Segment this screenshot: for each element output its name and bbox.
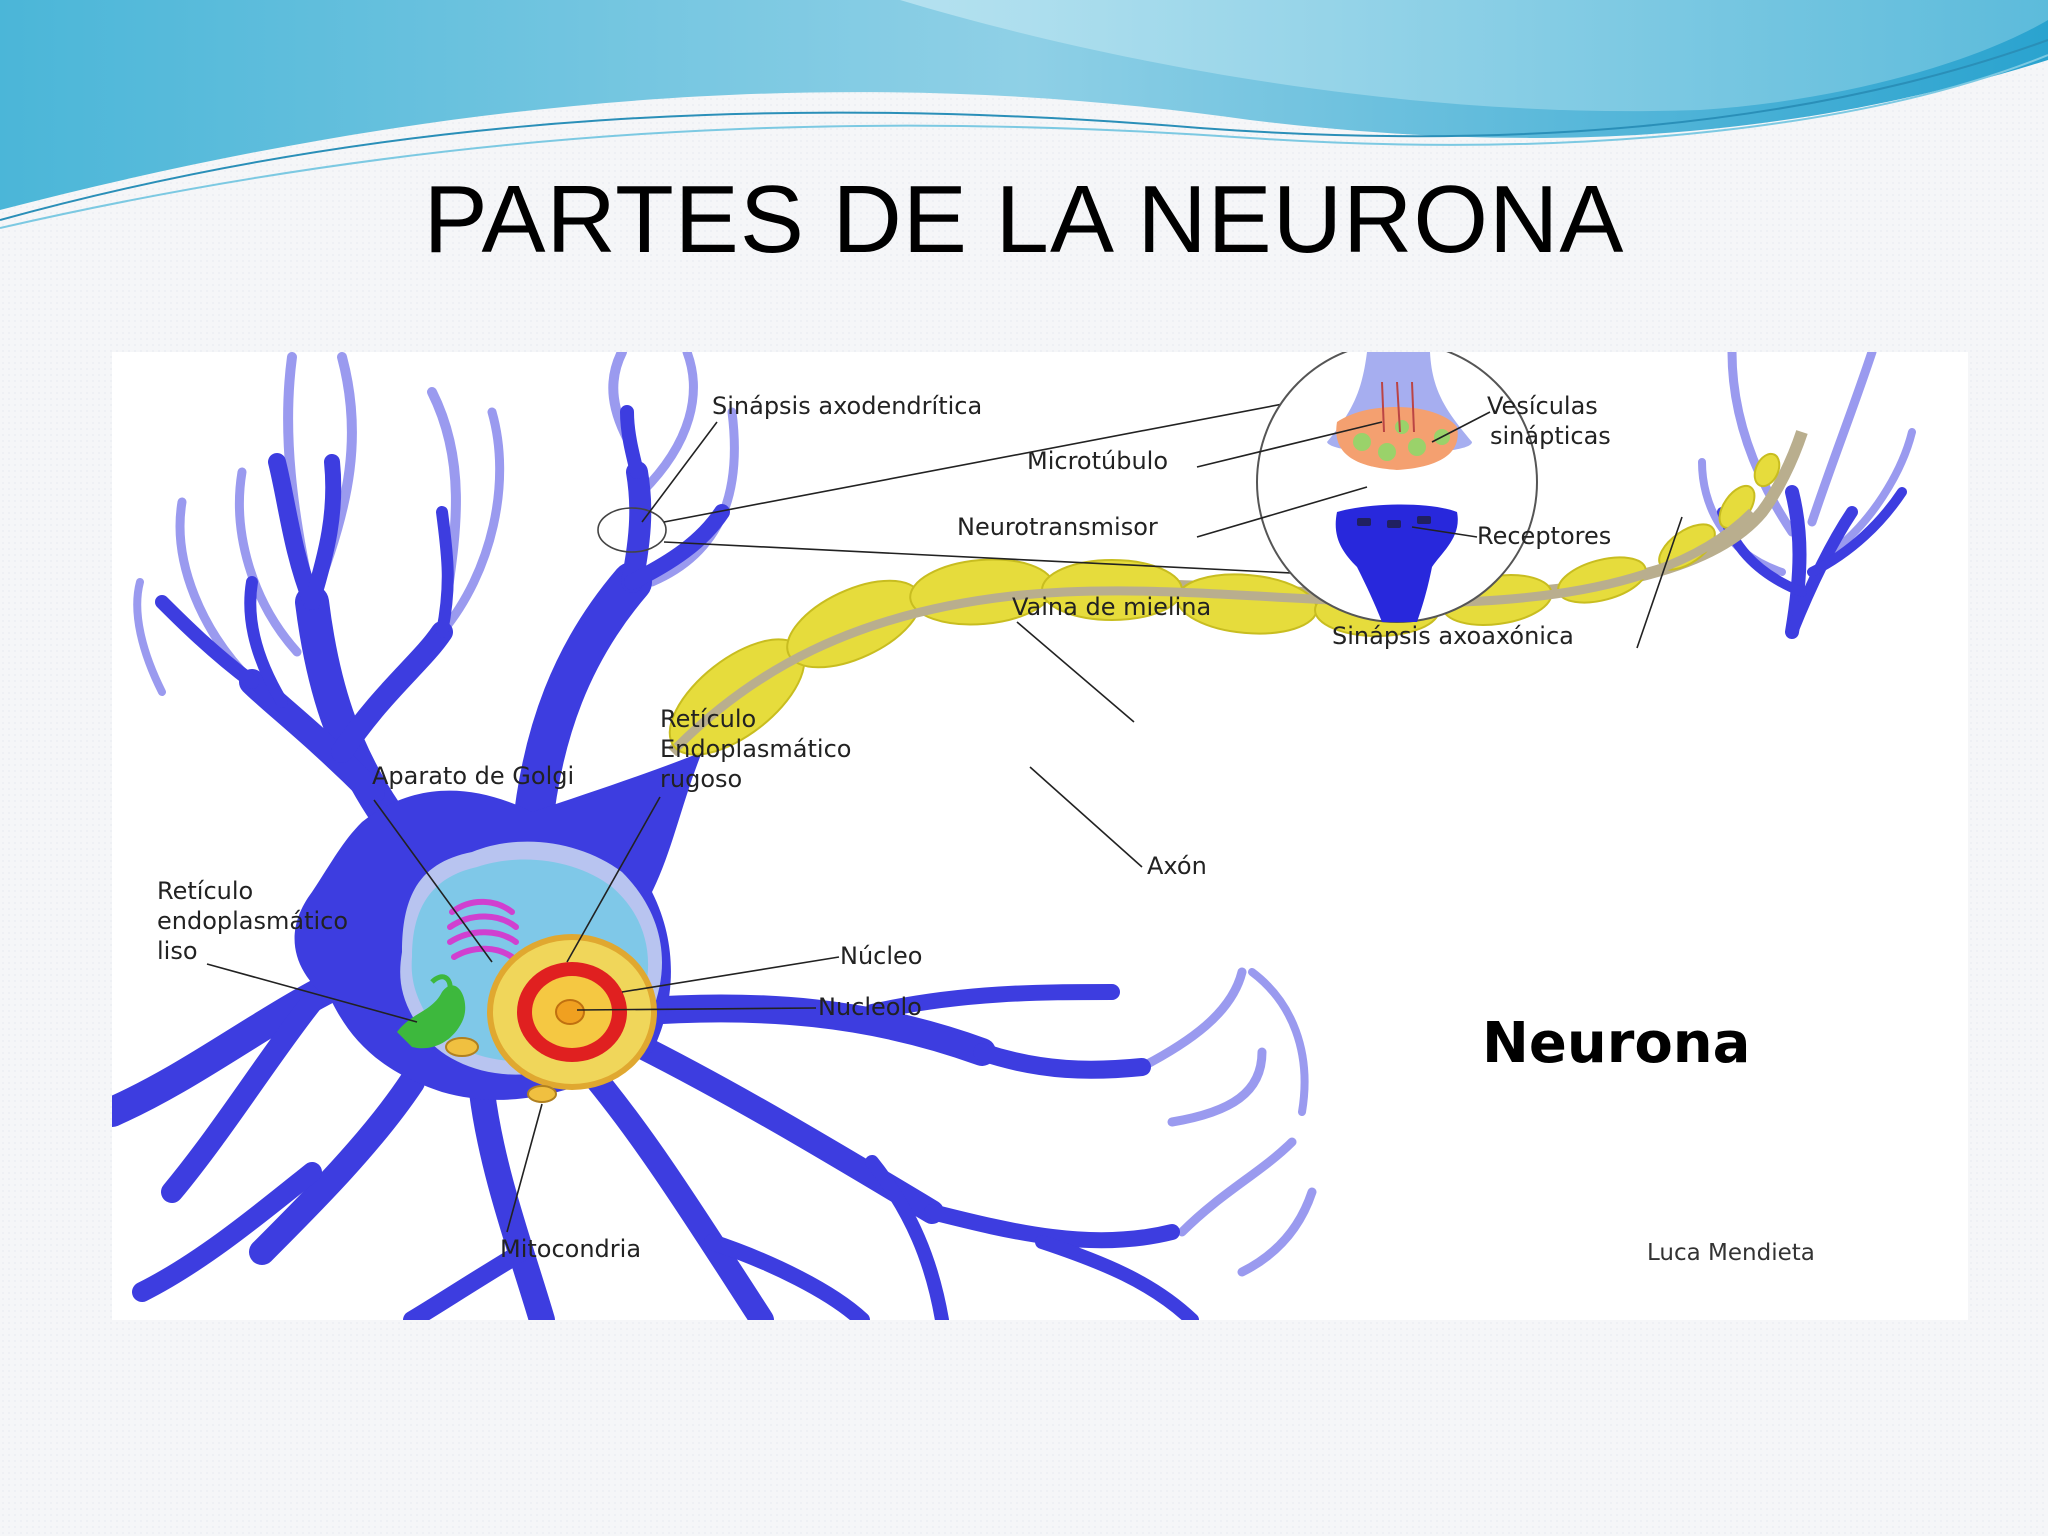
mitochondrion (445, 1037, 479, 1057)
label-sinapsis-axodendritica: Sinápsis axodendrítica (712, 392, 982, 420)
label-reticulo-rugoso-1: Retículo (660, 705, 756, 733)
myelin-sheath (668, 452, 1781, 756)
dendrites (112, 405, 1907, 1320)
microtubules (1381, 381, 1415, 433)
label-vesiculas: Vesículas (1487, 392, 1598, 420)
wave-line-2 (0, 54, 2048, 229)
label-reticulo-rugoso-2: Endoplasmático (660, 735, 851, 763)
neuron-svg: Sinápsis axodendrítica Microtúbulo Neuro… (112, 352, 1916, 1320)
presynaptic-terminal (1336, 407, 1458, 470)
header-waves (0, 0, 2048, 229)
label-axon: Axón (1147, 852, 1207, 880)
label-neurotransmisor: Neurotransmisor (957, 513, 1158, 541)
slide-title: PARTES DE LA NEURONA (423, 166, 1625, 273)
label-aparato-golgi: Aparato de Golgi (372, 762, 574, 790)
label-reticulo-liso-1: Retículo (157, 877, 253, 905)
diagram-credit: Luca Mendieta (1647, 1240, 1815, 1266)
label-mitocondria: Mitocondria (500, 1235, 641, 1263)
label-sinapticas: sinápticas (1490, 422, 1611, 450)
neuron-diagram: Sinápsis axodendrítica Microtúbulo Neuro… (112, 352, 1968, 1320)
mitochondrion (527, 1085, 557, 1103)
label-vaina-mielina: Vaina de mielina (1012, 593, 1211, 621)
label-microtubulo: Microtúbulo (1027, 447, 1168, 475)
golgi-apparatus (447, 898, 519, 960)
smooth-er (397, 985, 466, 1049)
label-reticulo-liso-2: endoplasmático (157, 907, 348, 935)
nucleolus (555, 999, 585, 1025)
diagram-heading: Neurona (1482, 1011, 1750, 1076)
postsynaptic-dendrite (1335, 504, 1458, 622)
label-receptores: Receptores (1477, 522, 1611, 550)
wave-light (900, 0, 2048, 112)
label-sinapsis-axoaxonica: Sinápsis axoaxónica (1332, 622, 1574, 650)
receptors (1357, 516, 1431, 528)
label-reticulo-liso-3: liso (157, 937, 198, 965)
label-nucleolo: Nucleolo (818, 993, 922, 1021)
label-reticulo-rugoso-3: rugoso (660, 765, 742, 793)
axon (667, 430, 1808, 757)
label-nucleo: Núcleo (840, 942, 922, 970)
synapse-zoom (597, 352, 1538, 623)
cell-body (294, 752, 702, 1103)
labels: Sinápsis axodendrítica Microtúbulo Neuro… (157, 392, 1815, 1266)
synapse-marker (597, 507, 667, 553)
wave-line-1 (0, 39, 2048, 221)
